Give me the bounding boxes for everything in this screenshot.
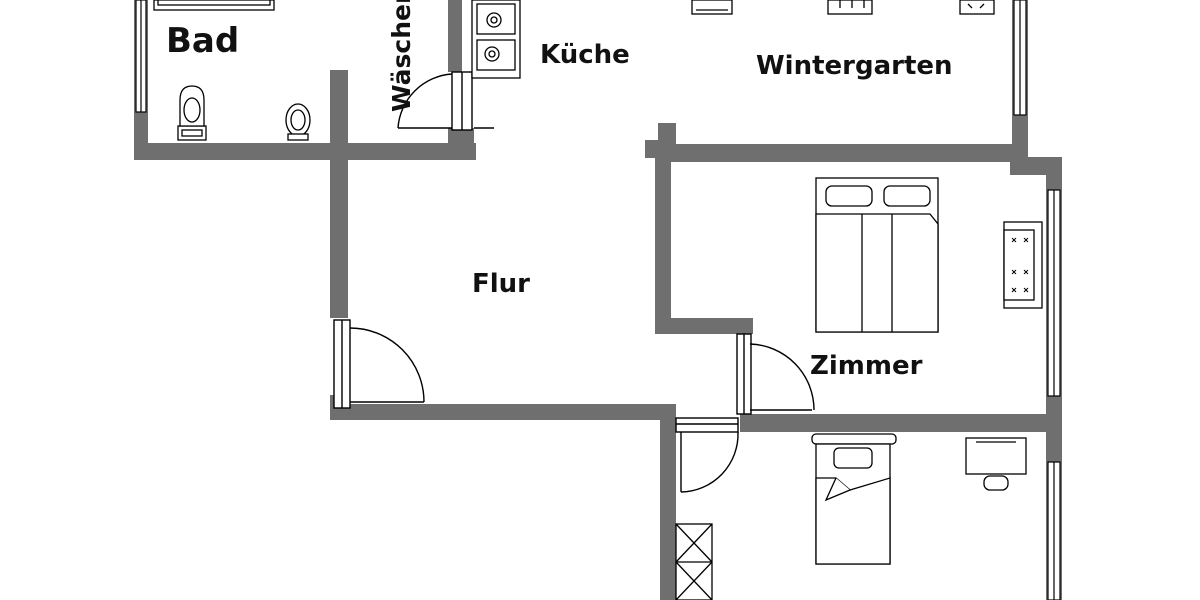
windows — [135, 0, 1061, 600]
toilet-icon — [177, 85, 207, 141]
wall-zimmer-top — [655, 144, 1028, 162]
bidet-icon — [285, 103, 311, 141]
room-label-waesche: Wäscher — [387, 0, 416, 112]
kitchen-sink-icon — [471, 0, 521, 79]
bathtub-icon — [153, 0, 275, 11]
room-label-flur: Flur — [472, 269, 530, 299]
room-labels: Bad Wäscher Küche Wintergarten Flur Zimm… — [166, 0, 953, 381]
wall-bad-bottom — [134, 143, 334, 160]
door-lower-room — [675, 417, 739, 493]
door-entrance — [333, 319, 425, 409]
double-bed-icon — [815, 177, 939, 333]
wall-kueche-stub2 — [658, 123, 676, 147]
wall-waesche-kueche-low — [448, 128, 474, 160]
room-label-wintergarten: Wintergarten — [756, 51, 953, 81]
wall-lower-left — [660, 404, 676, 600]
wardrobe-icon — [675, 523, 713, 600]
wintergarten-furniture — [691, 0, 995, 15]
armchair-icon — [1003, 221, 1043, 309]
wall-bad-partition — [330, 70, 348, 160]
wall-waesche-bottom — [348, 143, 476, 160]
room-label-kueche: Küche — [540, 40, 630, 70]
single-bed-icon — [811, 433, 897, 565]
door-zimmer — [736, 333, 815, 415]
sofa-icon — [827, 0, 873, 15]
room-label-bad: Bad — [166, 21, 239, 61]
desk-icon — [965, 437, 1027, 491]
wall-flur-bottom — [330, 404, 672, 420]
chair-icon — [983, 475, 1009, 491]
table-icon — [691, 0, 733, 15]
door-waesche — [397, 71, 494, 131]
wall-zimmer-bottom — [740, 414, 1062, 432]
wall-flur-left — [330, 160, 348, 318]
doors — [333, 71, 815, 493]
wall-zimmer-left — [655, 158, 671, 334]
furniture — [153, 0, 1043, 600]
wall-waesche-kueche — [448, 0, 462, 72]
chair-icon — [959, 0, 995, 15]
wall-zimmer-left-foot — [655, 318, 753, 334]
room-label-zimmer: Zimmer — [810, 351, 923, 381]
